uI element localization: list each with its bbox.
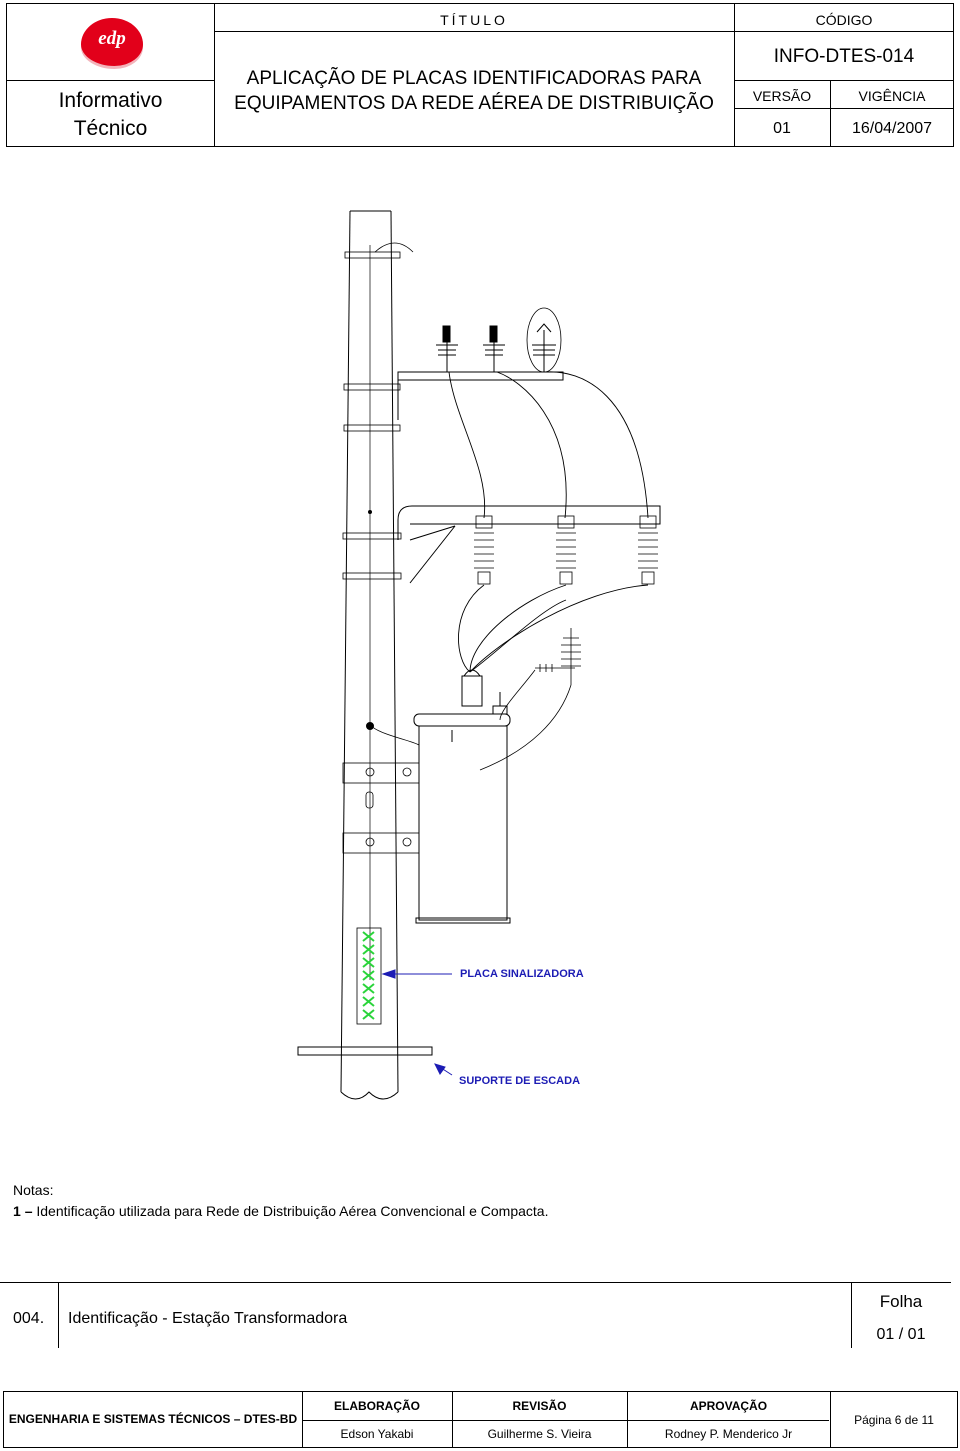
vigencia-value: 16/04/2007 (851, 120, 933, 137)
document-title-line2: EQUIPAMENTOS DA REDE AÉREA DE DISTRIBUIÇ… (234, 93, 714, 114)
footer-divider (302, 1392, 303, 1447)
versao-label: VERSÃO (752, 88, 812, 104)
pole-marker-dot (366, 722, 374, 730)
transformer (413, 669, 511, 924)
document-title-line1: APLICAÇÃO DE PLACAS IDENTIFICADORAS PARA (246, 68, 702, 89)
callout-ladder-support: SUPORTE DE ESCADA (459, 1075, 581, 1087)
callout-signaling-plate: PLACA SINALIZADORA (460, 968, 584, 980)
aprovacao-name: Rodney P. Menderico Jr (664, 1427, 793, 1441)
upper-switches (436, 307, 562, 373)
pole-marker-dot (368, 510, 372, 514)
footer-divider (302, 1420, 829, 1421)
strip-divider (0, 1282, 951, 1283)
document-footer: ENGENHARIA E SISTEMAS TÉCNICOS – DTES-BD… (3, 1391, 958, 1448)
edp-logo-text: edp (98, 28, 126, 49)
edp-logo-mark (81, 18, 143, 66)
folha-label: Folha (879, 1292, 923, 1311)
transformer-station-drawing (297, 210, 661, 1100)
header-divider (734, 108, 954, 109)
identification-strip: 004. Identificação - Estação Transformad… (0, 1282, 951, 1352)
plate-x-mark (362, 957, 375, 968)
ladder-support (297, 1046, 433, 1056)
callout-arrows (381, 969, 453, 1076)
identification-number: 004. (13, 1310, 45, 1327)
middle-crossarm (397, 505, 661, 584)
strip-divider (851, 1282, 852, 1348)
notes-title: Notas: (13, 1182, 54, 1198)
document-code: INFO-DTES-014 (773, 46, 915, 67)
title-label: TÍTULO (440, 12, 508, 28)
notes-item-dash: – (24, 1203, 33, 1219)
lightning-arrester (479, 628, 581, 771)
edp-logo: edp (7, 4, 214, 80)
drop-wires (448, 371, 649, 519)
document-header: edp Informativo Técnico TÍTULO APLICAÇÃO… (6, 3, 954, 147)
fuse-cutouts (474, 515, 658, 585)
page-number: Página 6 de 11 (854, 1413, 934, 1427)
header-divider (734, 80, 954, 81)
plate-x-mark (362, 996, 375, 1007)
plate-x-mark (362, 970, 375, 981)
document-type-line2: Técnico (73, 117, 148, 140)
header-divider (7, 80, 214, 81)
notes-item: 1 – Identificação utilizada para Rede de… (13, 1203, 548, 1219)
identification-text: Identificação - Estação Transformadora (68, 1310, 348, 1327)
footer-divider (627, 1392, 628, 1447)
header-divider (214, 31, 954, 32)
header-divider (734, 4, 735, 146)
document-title: APLICAÇÃO DE PLACAS IDENTIFICADORAS PARA… (214, 66, 734, 116)
signaling-plate (356, 927, 382, 1025)
footer-divider (452, 1392, 453, 1447)
pole (340, 210, 399, 1100)
transformer-leads (458, 584, 649, 673)
plate-x-mark (362, 1009, 375, 1020)
revisao-name: Guilherme S. Vieira (487, 1427, 592, 1441)
pole-clamps (342, 242, 414, 580)
vigencia-label: VIGÊNCIA (858, 88, 926, 104)
revisao-label: REVISÃO (512, 1399, 567, 1413)
upper-crossarm (397, 371, 564, 420)
plate-x-mark (362, 931, 375, 942)
versao-value: 01 (773, 120, 791, 137)
plate-x-mark (362, 944, 375, 955)
elaboracao-label: ELABORAÇÃO (334, 1399, 420, 1413)
plate-x-mark (362, 983, 375, 994)
document-type-line1: Informativo (58, 89, 163, 112)
header-divider (830, 80, 831, 146)
notes-item-number: 1 (13, 1203, 21, 1219)
strip-divider (58, 1282, 59, 1348)
notes-item-text: Identificação utilizada para Rede de Dis… (36, 1203, 549, 1219)
department-name: ENGENHARIA E SISTEMAS TÉCNICOS – DTES-BD (8, 1412, 298, 1426)
elaboracao-name: Edson Yakabi (340, 1427, 414, 1441)
transformer-brackets (342, 724, 420, 854)
folha-value: 01 / 01 (876, 1326, 926, 1343)
codigo-label: CÓDIGO (815, 12, 873, 28)
footer-divider (830, 1392, 831, 1447)
header-divider (214, 4, 215, 146)
aprovacao-label: APROVAÇÃO (689, 1399, 768, 1413)
